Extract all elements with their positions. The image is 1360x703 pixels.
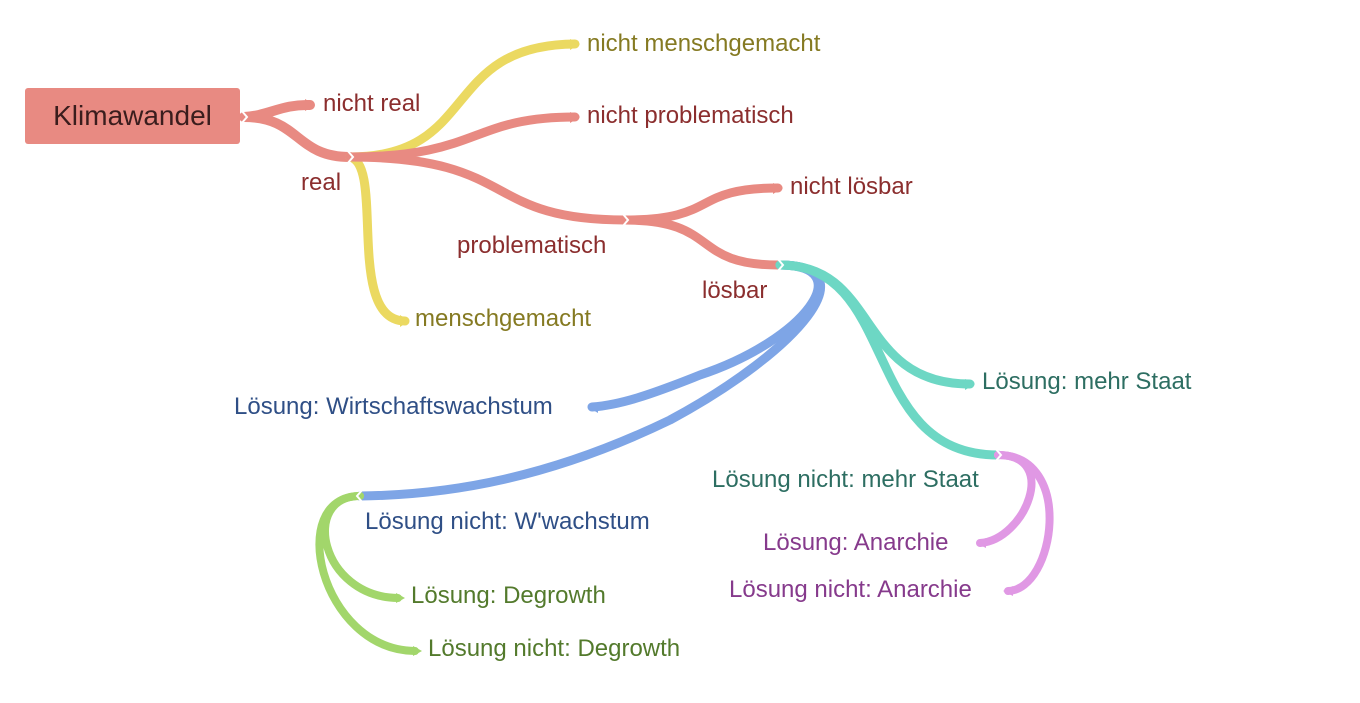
junction-marker-root bbox=[240, 109, 249, 125]
node-loesung-nicht-degrowth[interactable]: Lösung nicht: Degrowth bbox=[428, 635, 681, 662]
connector-problematisch-to-loesbar bbox=[620, 215, 783, 270]
node-problematisch[interactable]: problematisch bbox=[457, 232, 607, 259]
connector-nicht-mehr-staat-to-nicht-anarchie bbox=[994, 451, 1054, 595]
connector-loesbar-to-mehr-staat bbox=[775, 260, 975, 389]
node-nicht-loesbar[interactable]: nicht lösbar bbox=[790, 173, 913, 200]
arrow-tip-nicht-real bbox=[305, 99, 315, 111]
node-loesung-mehr-staat[interactable]: Lösung: mehr Staat bbox=[982, 368, 1192, 395]
junction-marker-nicht-mehr-staat bbox=[994, 447, 1003, 463]
node-loesung-anarchie[interactable]: Lösung: Anarchie bbox=[763, 529, 949, 556]
junction-marker-loesbar bbox=[776, 257, 785, 273]
node-nicht-problematisch[interactable]: nicht problematisch bbox=[587, 102, 794, 129]
node-loesung-degrowth[interactable]: Lösung: Degrowth bbox=[411, 582, 606, 609]
connector-nicht-wwachstum-to-nicht-degrowth bbox=[315, 492, 419, 655]
arrow-tip-nicht-anarchie bbox=[1003, 586, 1013, 596]
root-node-klimawandel[interactable]: Klimawandel bbox=[25, 88, 240, 144]
junction-marker-nicht-wwachstum bbox=[355, 488, 364, 504]
connector-loesbar-to-nicht-wwachstum bbox=[355, 260, 826, 501]
connector-loesbar-to-nicht-mehr-staat bbox=[775, 260, 1003, 460]
connector-problematisch-to-nicht-loesbar bbox=[620, 183, 783, 225]
node-nicht-menschgemacht[interactable]: nicht menschgemacht bbox=[587, 30, 821, 57]
node-real[interactable]: real bbox=[301, 169, 342, 196]
arrow-tip-menschgemacht bbox=[400, 315, 409, 327]
junction-marker-problematisch bbox=[621, 212, 630, 228]
junction-marker-real bbox=[346, 149, 355, 165]
connector-real-to-menschgemacht bbox=[345, 152, 410, 326]
arrow-tip-anarchie bbox=[976, 538, 986, 548]
arrow-tip-nicht-degrowth bbox=[413, 646, 422, 656]
arrow-tip-nicht-problematisch bbox=[570, 112, 580, 123]
arrow-tip-wirtschaftswachstum bbox=[588, 402, 598, 413]
node-menschgemacht[interactable]: menschgemacht bbox=[415, 305, 592, 332]
node-loesung-nicht-anarchie[interactable]: Lösung nicht: Anarchie bbox=[729, 576, 972, 603]
connector-root-to-real bbox=[239, 112, 355, 162]
arrow-tip-nicht-menschgemacht bbox=[570, 39, 580, 50]
connector-nicht-mehr-staat-to-anarchie bbox=[976, 451, 1036, 547]
connector-real-to-problematisch bbox=[345, 152, 630, 225]
node-loesung-nicht-mehr-staat[interactable]: Lösung nicht: mehr Staat bbox=[712, 466, 979, 493]
node-loesbar[interactable]: lösbar bbox=[702, 277, 768, 304]
arrow-tip-nicht-loesbar bbox=[773, 183, 783, 194]
node-loesung-nicht-wwachstum[interactable]: Lösung nicht: W'wachstum bbox=[365, 508, 650, 535]
node-nicht-real[interactable]: nicht real bbox=[323, 90, 421, 117]
arrow-tip-degrowth bbox=[396, 593, 405, 603]
node-loesung-wirtschaftswachstum[interactable]: Lösung: Wirtschaftswachstum bbox=[234, 393, 553, 420]
arrow-tip-mehr-staat bbox=[965, 379, 975, 390]
